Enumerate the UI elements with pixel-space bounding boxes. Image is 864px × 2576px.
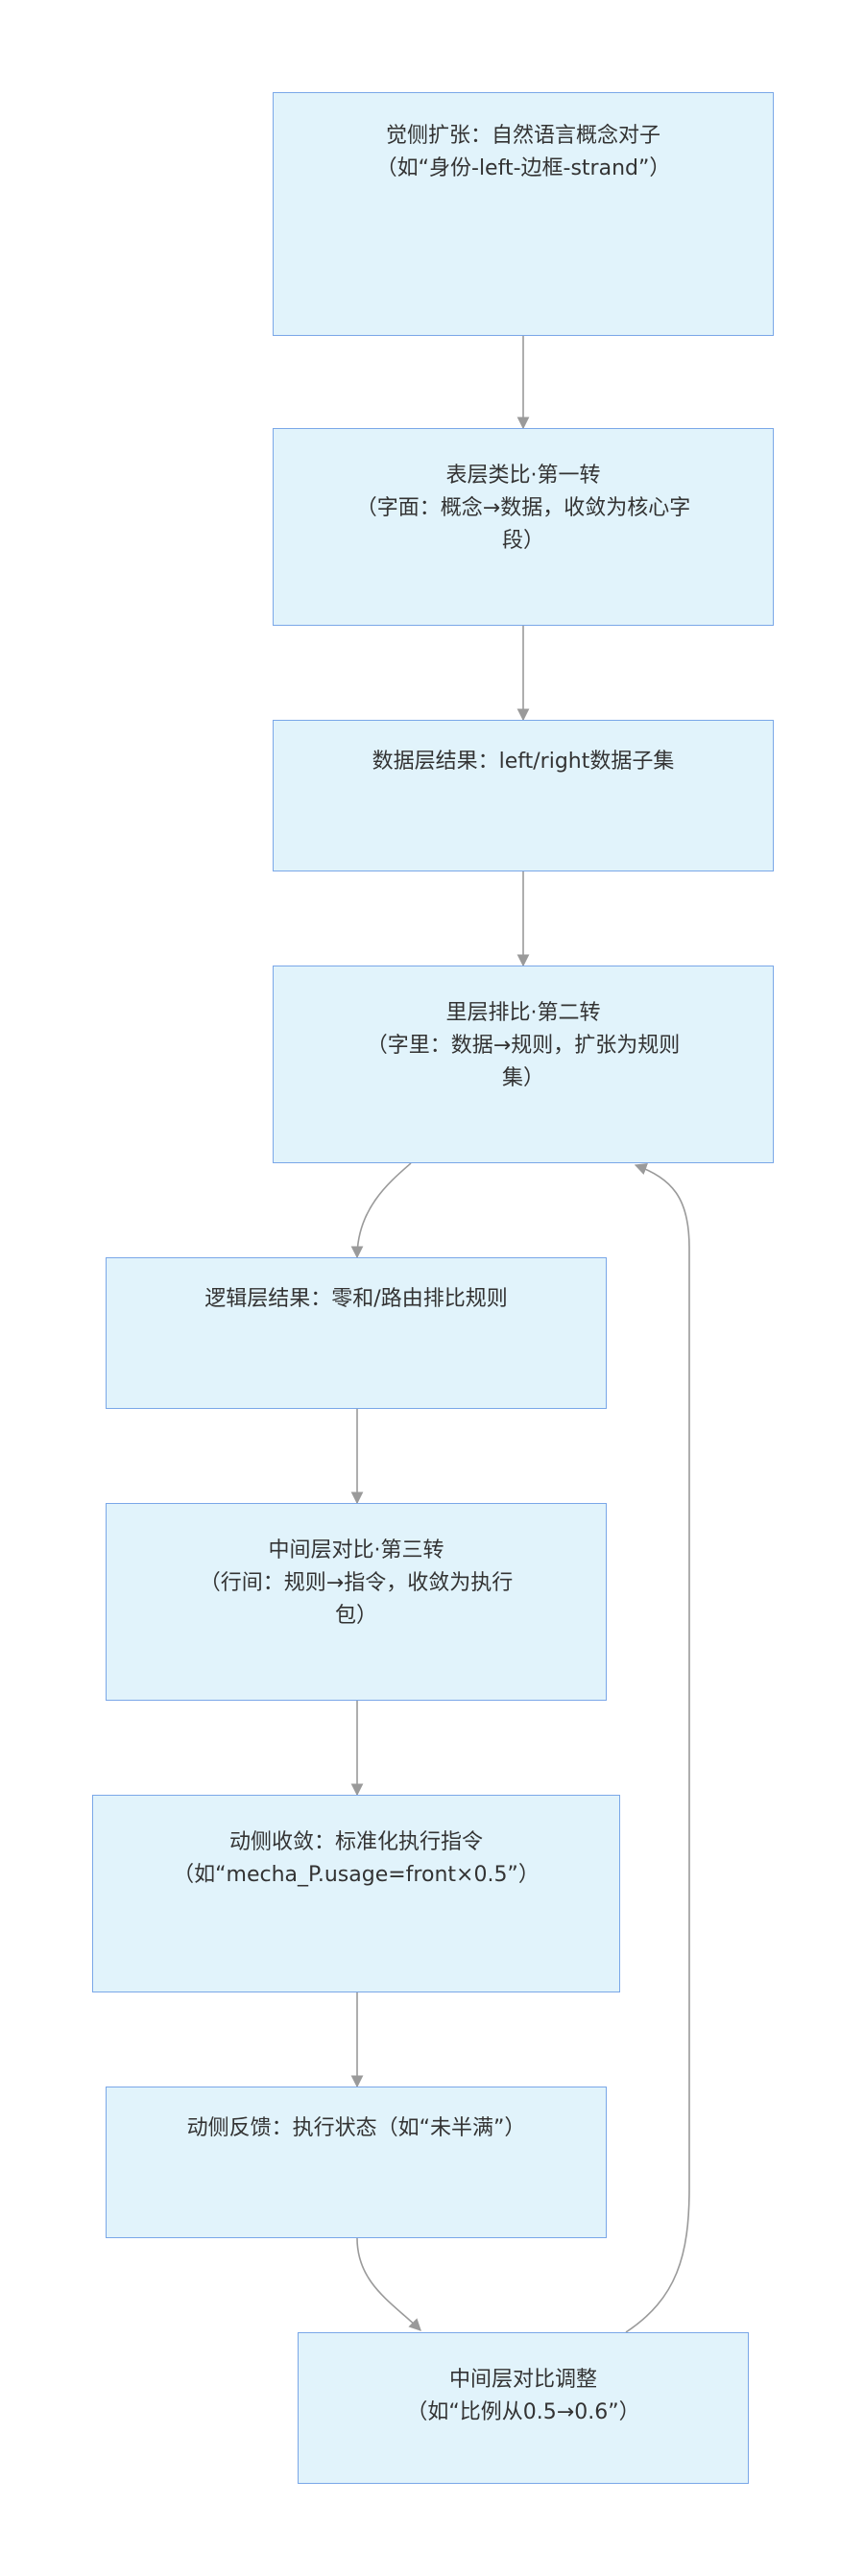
node-text-line: 动侧反馈：执行状态（如“未半满”）	[186, 2116, 526, 2140]
node-text-line: 中间层对比·第三转	[268, 1538, 444, 1562]
node-text-line: 动侧收敛：标准化执行指令	[228, 1830, 483, 1854]
edge-n9-n4	[625, 1162, 690, 2333]
node-action-convergence: 动侧收敛：标准化执行指令 （如“mecha_P.usage=front×0.5”）	[92, 1795, 620, 1992]
node-text-line: 集）	[501, 1066, 544, 1090]
node-text-line: （如“身份-left-边框-strand”）	[375, 156, 671, 180]
node-semantic-expansion: 觉侧扩张：自然语言概念对子 （如“身份-left-边框-strand”）	[273, 92, 774, 336]
node-text-line: 表层类比·第一转	[445, 464, 601, 488]
node-action-feedback: 动侧反馈：执行状态（如“未半满”）	[106, 2087, 607, 2238]
edge-n4-n5	[350, 1162, 412, 1259]
node-text-line: 里层排比·第二转	[445, 1001, 601, 1025]
node-middle-contrast-adjust: 中间层对比调整 （如“比例从0.5→0.6”）	[298, 2332, 749, 2484]
node-data-layer-result: 数据层结果：left/right数据子集	[273, 720, 774, 871]
node-text-line: 数据层结果：left/right数据子集	[372, 750, 675, 774]
node-inner-parallelism: 里层排比·第二转 （字里：数据→规则，扩张为规则集）	[273, 966, 774, 1163]
node-text-line: 中间层对比调整	[448, 2368, 597, 2392]
node-text-line: 包）	[334, 1604, 377, 1628]
node-text-line: （字面：概念→数据，收敛为核心字	[355, 496, 691, 520]
node-text-line: （如“比例从0.5→0.6”）	[406, 2400, 640, 2424]
node-middle-contrast: 中间层对比·第三转 （行间：规则→指令，收敛为执行包）	[106, 1503, 607, 1701]
node-text-line: （如“mecha_P.usage=front×0.5”）	[173, 1863, 540, 1887]
node-text-line: （字里：数据→规则，扩张为规则	[366, 1034, 681, 1058]
edge-n8-n9	[356, 2237, 421, 2331]
node-logic-layer-result: 逻辑层结果：零和/路由排比规则	[106, 1257, 607, 1409]
node-text-line: 逻辑层结果：零和/路由排比规则	[204, 1287, 508, 1311]
node-surface-analogy: 表层类比·第一转 （字面：概念→数据，收敛为核心字段）	[273, 428, 774, 626]
node-text-line: （行间：规则→指令，收敛为执行	[199, 1571, 514, 1595]
node-text-line: 觉侧扩张：自然语言概念对子	[385, 124, 660, 148]
node-text-line: 段）	[501, 529, 544, 553]
